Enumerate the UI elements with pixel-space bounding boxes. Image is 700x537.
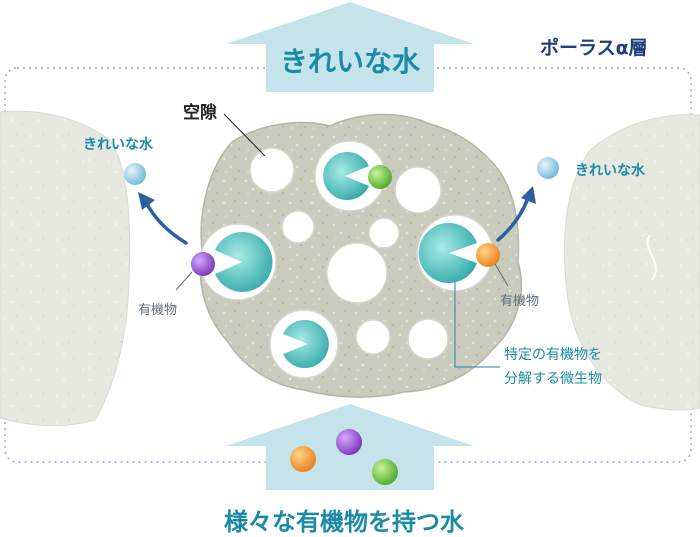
clean-water-drop-right [537,157,559,179]
layer-label: ポーラスα層 [540,37,648,59]
top-arrow [226,2,474,92]
incoming-particle-purple [336,429,362,455]
microbe [323,152,369,201]
organic-right-leader [494,263,509,287]
microbe [418,223,477,284]
clean-water-right-label: きれいな水 [575,163,645,179]
microbe [215,232,273,292]
incoming-particle-orange [290,446,316,472]
left-background-rock [0,110,131,427]
microbes [215,152,477,369]
void-hole [355,319,391,355]
organic-left-label: 有機物 [138,303,178,318]
organic-particle-orange [476,243,500,267]
bottom-arrow-label: 様々な有機物を持つ水 [224,508,464,536]
clean-water-left-label: きれいな水 [83,137,153,153]
right-rock-crack [646,234,657,281]
organic-right-label: 有機物 [500,294,540,309]
microbe-leader-line [454,282,500,368]
void-hole [407,318,449,360]
incoming-particle-green [372,459,398,485]
microbe-label-line2: 分解する微生物 [504,371,602,387]
organic-particle-green [368,165,392,189]
flow-arrow-left-head [138,192,155,210]
right-background-rock [564,114,700,411]
void-hole [281,210,315,244]
void-hole [326,242,388,304]
void-hole [368,217,400,249]
top-arrow-label: きれいな水 [280,45,421,78]
void-hole [394,166,442,214]
void-label: 空隙 [183,103,217,123]
clean-water-drop-left [124,163,146,185]
microbe-label-line1: 特定の有機物を [504,347,602,363]
flow-arrow-right-head [521,186,536,204]
flow-arrow-right [496,196,530,242]
void-leader-line [223,113,266,157]
organic-left-leader [175,271,193,291]
organic-particle-purple [191,252,215,276]
flow-arrow-left [144,200,188,245]
microbe [283,320,329,369]
void-hole [249,147,295,193]
